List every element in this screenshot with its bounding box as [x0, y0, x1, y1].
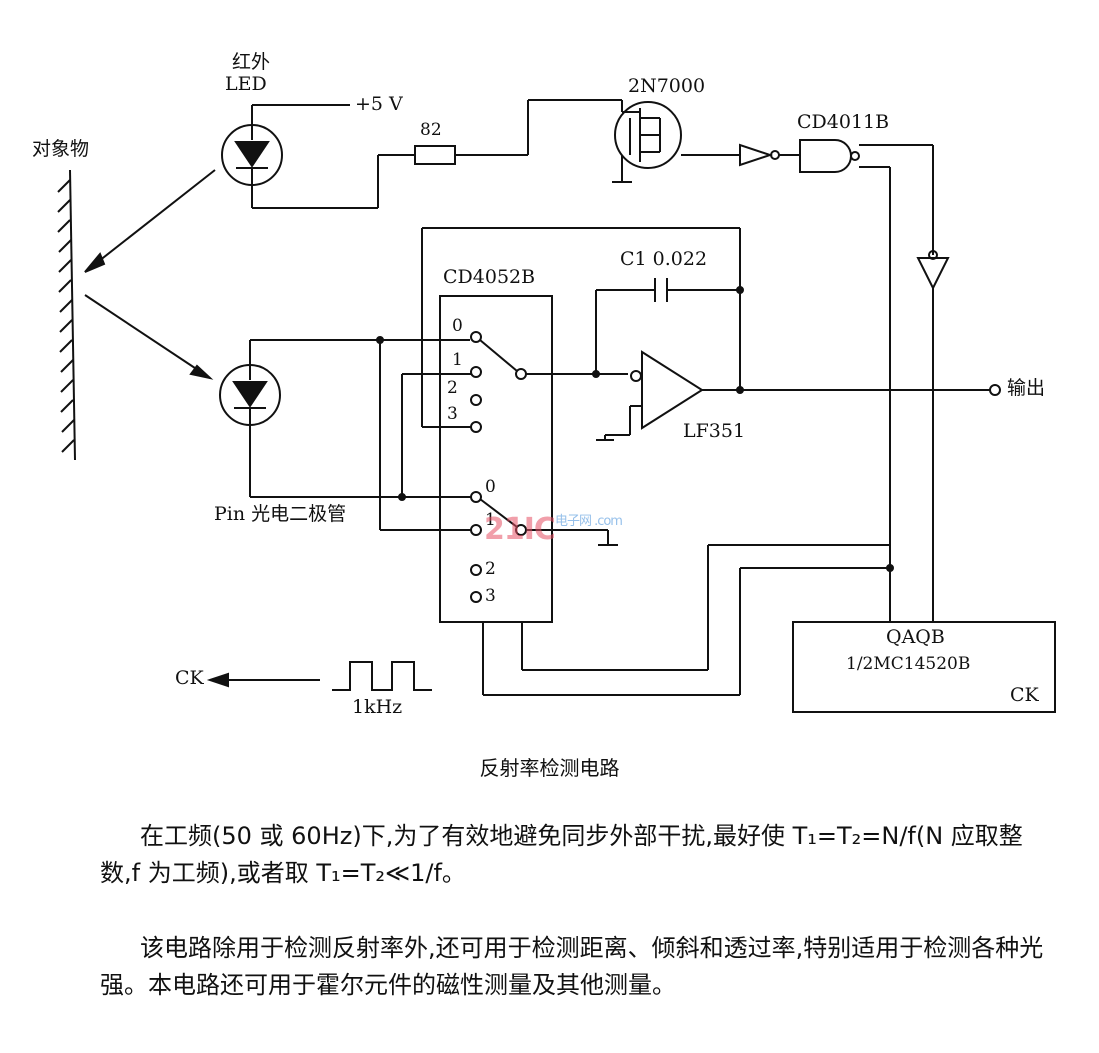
mux-pin-label: 2	[485, 559, 496, 579]
nand-gate-cd4011b	[799, 139, 933, 173]
inverter-top	[739, 143, 780, 167]
mux-pin-label: 0	[485, 477, 496, 497]
mux-pin-label: 1	[452, 350, 463, 370]
mux-pin-label: 3	[485, 586, 496, 606]
ir-led	[221, 104, 415, 209]
mux-pin-label: 0	[452, 316, 463, 336]
counter-label: 1/2MC14520B	[846, 654, 971, 674]
mosfet-label: 2N7000	[628, 75, 706, 97]
photodiode-label: Pin 光电二极管	[214, 503, 347, 525]
capacitor-c1	[596, 278, 740, 302]
counter-ck-label: CK	[1010, 684, 1039, 706]
mux-upper-switch	[470, 331, 527, 433]
photodiode	[219, 339, 471, 498]
mux-pin-label: 2	[447, 378, 458, 398]
body-paragraph: 该电路除用于检测反射率外,还可用于检测距离、倾斜和透过率,特别适用于检测各种光强…	[100, 934, 1044, 999]
clock-source	[206, 661, 432, 691]
supply-label: +5 V	[355, 93, 403, 115]
clock-freq-label: 1kHz	[352, 696, 403, 718]
target-surface	[57, 169, 76, 461]
watermark-logo: 21IC电子网 .com	[484, 512, 623, 547]
counter-mc14520b	[792, 621, 1056, 713]
capacitor-label: C1 0.022	[620, 248, 708, 270]
mux-lower-switch	[470, 491, 527, 603]
mosfet-2n7000	[612, 100, 740, 183]
ir-led-label: LED	[225, 73, 267, 95]
ir-led-label-cn: 红外	[232, 51, 271, 73]
inverter-vertical	[916, 250, 950, 291]
resistor-82	[414, 145, 456, 165]
output-label: 输出	[1007, 377, 1046, 399]
mux-pin-label: 1	[485, 510, 496, 530]
reflectance-circuit-schematic	[57, 99, 1056, 713]
mux-cd4052b	[439, 295, 553, 623]
body-paragraph: 在工频(50 或 60Hz)下,为了有效地避免同步外部干扰,最好使 T₁=T₂=…	[100, 822, 1023, 887]
clock-ck-label: CK	[175, 667, 204, 689]
figure-caption: 反射率检测电路	[479, 756, 620, 780]
resistor-label: 82	[420, 120, 442, 140]
light-rays	[84, 169, 216, 380]
target-label: 对象物	[32, 138, 90, 160]
counter-label-q: QAQB	[886, 626, 945, 648]
mux-pin-label: 3	[447, 404, 458, 424]
nand-gate-label: CD4011B	[797, 111, 890, 133]
mux-label: CD4052B	[443, 266, 536, 288]
opamp-lf351	[596, 350, 704, 441]
opamp-label: LF351	[683, 420, 746, 442]
